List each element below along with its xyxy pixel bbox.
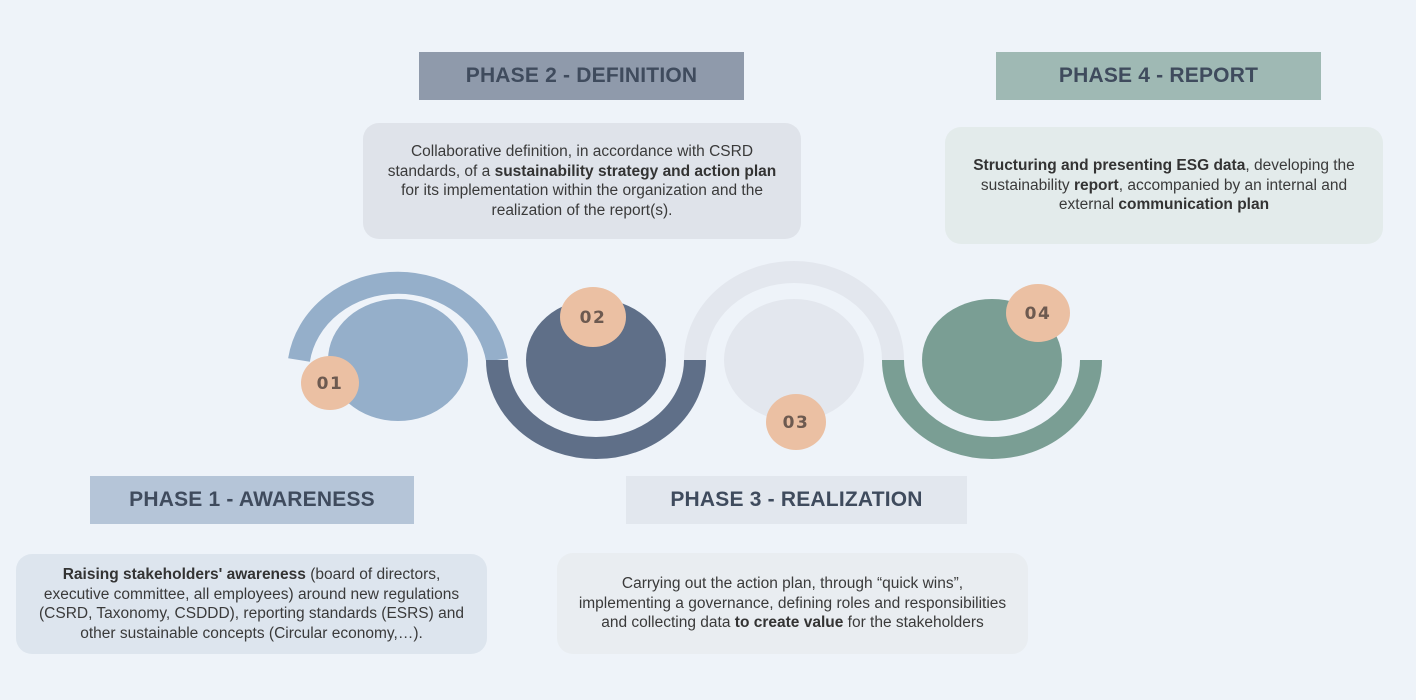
phase-3-title: PHASE 3 - REALIZATION	[626, 476, 967, 524]
phase-1-title: PHASE 1 - AWARENESS	[90, 476, 414, 524]
phase-4-arc	[882, 359, 1102, 459]
phase-3-arc	[684, 261, 904, 361]
phase-2-arc	[486, 359, 706, 459]
description-run: communication plan	[1118, 196, 1270, 214]
phase-1-description-text: Raising stakeholders' awareness (board o…	[36, 565, 467, 643]
description-run: , developing the sustainability	[980, 157, 1355, 194]
phase-4-number: 04	[1025, 304, 1052, 324]
description-run: sustainability strategy and action plan	[494, 162, 777, 180]
phase-2-number: 02	[580, 308, 607, 328]
phase-2-description-text: Collaborative definition, in accordance …	[383, 142, 781, 220]
phase-2-badge: 02	[560, 287, 626, 347]
phase-2-description: Collaborative definition, in accordance …	[363, 123, 801, 239]
description-run: Structuring and presenting ESG data	[973, 157, 1246, 175]
description-run: for the stakeholders	[843, 614, 984, 632]
phase-1-number: 01	[317, 374, 344, 394]
phase-3-description: Carrying out the action plan, through “q…	[557, 553, 1028, 654]
phase-3-disc	[724, 299, 864, 421]
description-run: Collaborative definition, in accordance …	[387, 143, 754, 180]
description-run: (board of directors, executive committee…	[39, 566, 464, 642]
phase-2-disc	[526, 299, 666, 421]
phase-1-arc	[288, 271, 508, 362]
phase-4-description-text: Structuring and presenting ESG data, dev…	[965, 156, 1363, 215]
phase-1-badge: 01	[301, 356, 359, 410]
phase-3-number: 03	[783, 413, 810, 433]
phase-2-title: PHASE 2 - DEFINITION	[419, 52, 744, 100]
phase-3-description-text: Carrying out the action plan, through “q…	[577, 574, 1008, 633]
description-run: , accompanied by an internal and externa…	[1058, 176, 1348, 214]
description-run: for its implementation within the organi…	[401, 182, 763, 219]
description-run: to create value	[734, 614, 844, 632]
phase-4-description: Structuring and presenting ESG data, dev…	[945, 127, 1383, 244]
phase-4-title: PHASE 4 - REPORT	[996, 52, 1321, 100]
phase-1-description: Raising stakeholders' awareness (board o…	[16, 554, 487, 654]
phase-4-badge: 04	[1006, 284, 1070, 342]
description-run: Carrying out the action plan, through “q…	[578, 575, 1007, 632]
description-run: Raising stakeholders' awareness	[62, 566, 306, 583]
phase-3-badge: 03	[766, 394, 826, 450]
phase-1-disc	[328, 299, 468, 421]
description-run: report	[1073, 176, 1119, 194]
